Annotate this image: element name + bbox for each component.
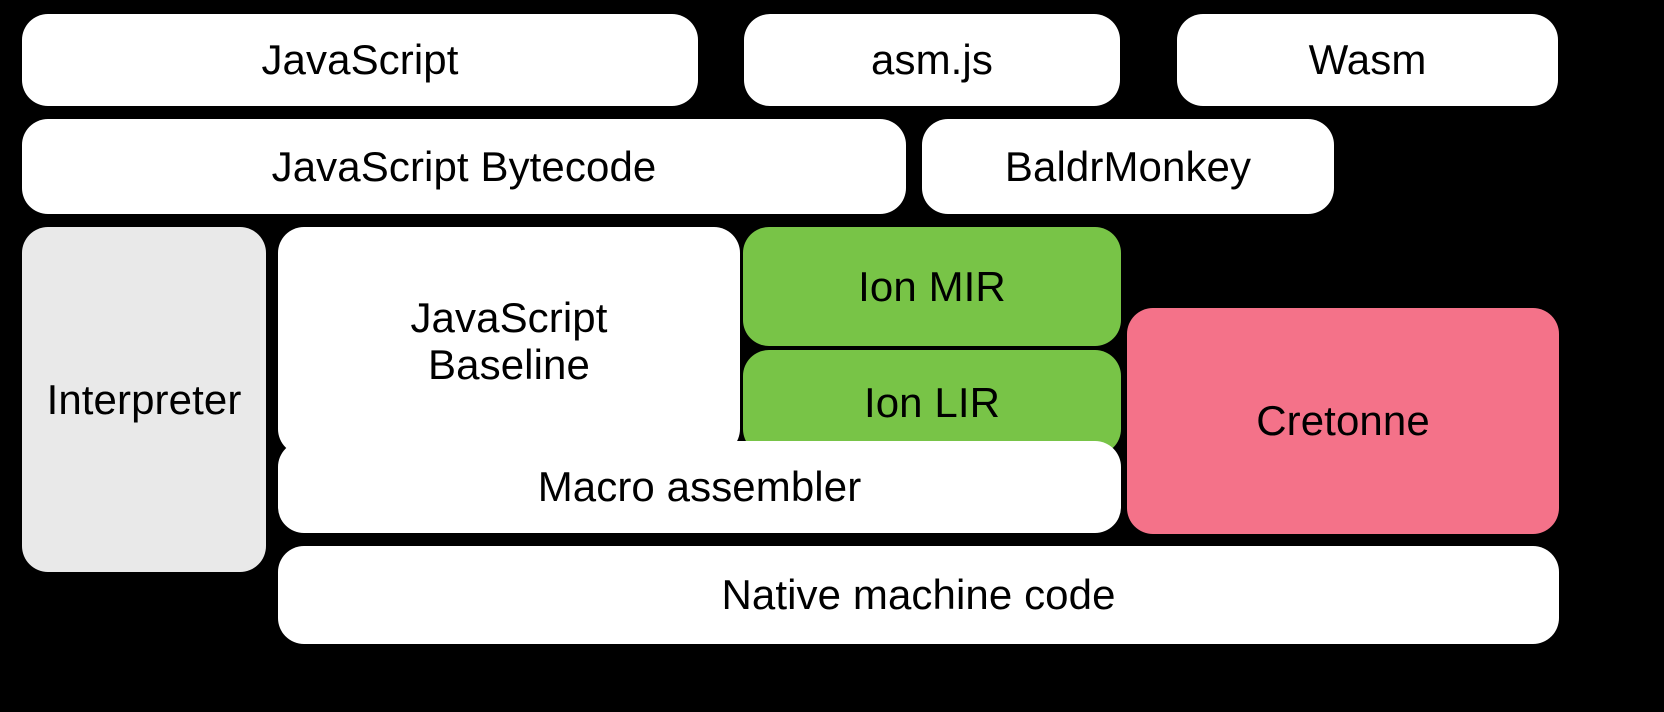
diagram-node-baldrmonkey: BaldrMonkey bbox=[922, 119, 1334, 214]
diagram-node-macro-assembler: Macro assembler bbox=[278, 441, 1121, 533]
diagram-node-ion-lir: Ion LIR bbox=[743, 350, 1121, 455]
diagram-node-javascript: JavaScript bbox=[22, 14, 698, 106]
diagram-node-interpreter: Interpreter bbox=[22, 227, 266, 572]
diagram-node-javascript-bytecode: JavaScript Bytecode bbox=[22, 119, 906, 214]
diagram-node-native-machine-code: Native machine code bbox=[278, 546, 1559, 644]
diagram-node-ion-mir: Ion MIR bbox=[743, 227, 1121, 346]
diagram-node-javascript-baseline: JavaScript Baseline bbox=[278, 227, 740, 455]
diagram-node-cretonne: Cretonne bbox=[1127, 308, 1559, 534]
diagram-node-asm-js: asm.js bbox=[744, 14, 1120, 106]
diagram-node-wasm: Wasm bbox=[1177, 14, 1558, 106]
